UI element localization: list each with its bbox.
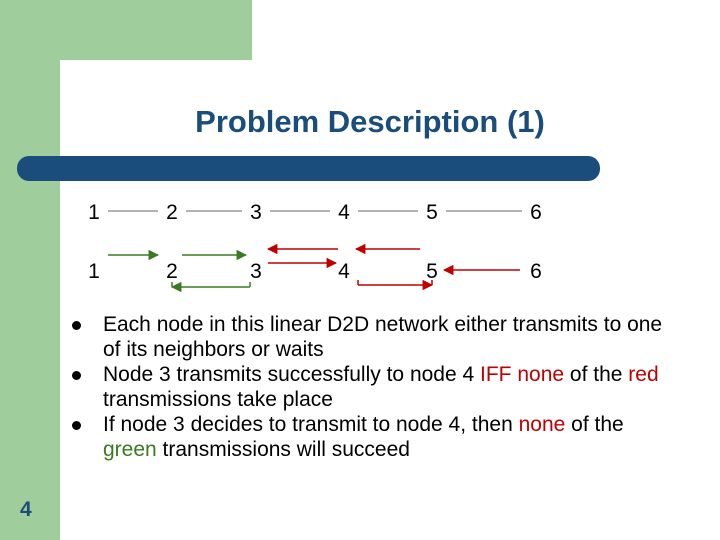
bullet-item: Each node in this linear D2D network eit… [72, 312, 672, 362]
row2-node-6: 6 [530, 260, 542, 283]
row2-nodes: 1 2 3 4 5 6 [88, 260, 542, 283]
row1-node-6: 6 [530, 201, 542, 224]
top-decor-band [0, 0, 252, 60]
bullet-text-red: none [518, 413, 566, 436]
bullet-text: Each node in this linear D2D network eit… [103, 313, 663, 361]
row1-node-1: 1 [88, 201, 100, 224]
row2-node-2: 2 [166, 260, 178, 283]
bullet-text-part: of the [565, 413, 624, 436]
bullet-dot-icon [72, 371, 81, 380]
row2-node-5: 5 [426, 260, 438, 283]
bullet-list: Each node in this linear D2D network eit… [72, 312, 672, 462]
bullet-dot-icon [72, 421, 81, 430]
row2-links [108, 243, 520, 293]
bullet-text-red: IFF none [480, 363, 565, 386]
bullet-text-part: transmissions will succeed [156, 438, 410, 461]
bullet-text-part: If node 3 decides to transmit to node 4,… [103, 413, 519, 436]
title-underline-bar [17, 156, 600, 181]
row2-node-4: 4 [338, 260, 350, 283]
page-number: 4 [20, 498, 32, 521]
row1-node-5: 5 [426, 201, 438, 224]
row1-nodes: 1 2 3 4 5 6 [80, 197, 550, 225]
bullet-text-part: of the [564, 363, 629, 386]
bullet-text-part: Node 3 transmits successfully to node 4 [103, 363, 481, 386]
row1-node-3: 3 [250, 201, 262, 224]
bullet-item: If node 3 decides to transmit to node 4,… [72, 412, 672, 462]
bullet-item: Node 3 transmits successfully to node 4 … [72, 362, 672, 412]
row1-node-2: 2 [166, 201, 178, 224]
left-decor-band [0, 0, 60, 540]
row1-node-4: 4 [338, 201, 350, 224]
bullet-text-red: red [628, 363, 659, 386]
row2-node-1: 1 [88, 260, 100, 283]
bullet-dot-icon [72, 321, 81, 330]
slide-title: Problem Description (1) [195, 104, 545, 139]
bullet-text-green: green [103, 438, 157, 461]
bullet-text-part: transmissions take place [103, 388, 333, 411]
row2-node-3: 3 [250, 260, 262, 283]
